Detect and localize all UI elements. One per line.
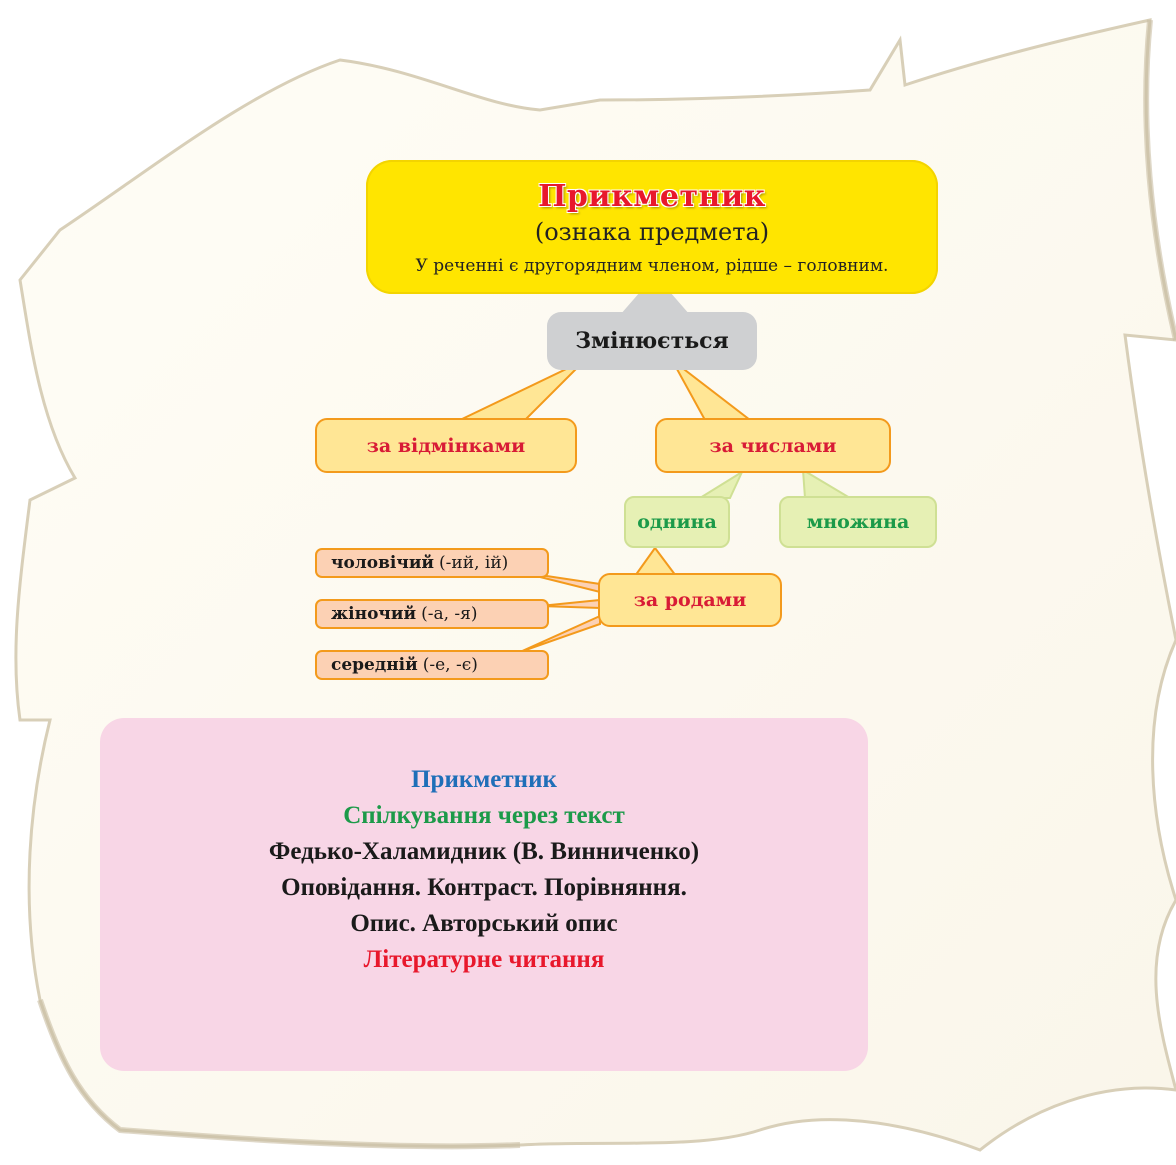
feminine-pointer bbox=[539, 598, 601, 610]
changes-box: Змінюється bbox=[547, 312, 757, 370]
feminine-box: жіночий (-а, -я) bbox=[315, 599, 549, 629]
masculine-word: чоловічий bbox=[331, 553, 435, 573]
changes-pointer bbox=[620, 292, 690, 315]
singular-pointer bbox=[696, 469, 745, 499]
feminine-endings: (-а, -я) bbox=[421, 604, 478, 624]
masculine-endings: (-ий, ій) bbox=[439, 553, 509, 573]
neuter-endings: (-е, -є) bbox=[422, 655, 478, 675]
singular-box: однина bbox=[624, 496, 730, 548]
topic-literary-reading: Літературне читання bbox=[363, 946, 605, 973]
topic-communication: Спілкування через текст bbox=[343, 802, 625, 829]
adjective-description: У реченні є другорядним членом, рідше – … bbox=[415, 255, 889, 276]
genders-pointer bbox=[633, 546, 678, 577]
neuter-word: середній bbox=[331, 655, 418, 675]
numbers-box: за числами bbox=[655, 418, 891, 473]
topic-adjective: Прикметник bbox=[411, 766, 557, 793]
plural-box: множина bbox=[779, 496, 937, 548]
topic-description: Опис. Авторський опис bbox=[350, 910, 618, 937]
adjective-subtitle: (ознака предмета) bbox=[534, 217, 770, 246]
cases-box: за відмінками bbox=[315, 418, 577, 473]
genders-box: за родами bbox=[598, 573, 782, 627]
adjective-title: Прикметник bbox=[538, 178, 766, 214]
adjective-title-box: Прикметник (ознака предмета) У реченні є… bbox=[366, 160, 938, 294]
topic-story-title: Федько-Халамидник (В. Винниченко) bbox=[268, 838, 700, 865]
masculine-box: чоловічий (-ий, ій) bbox=[315, 548, 549, 578]
topic-story-terms: Оповідання. Контраст. Порівняння. bbox=[281, 874, 687, 901]
topics-box: Прикметник Спілкування через текст Федьк… bbox=[100, 718, 868, 1071]
neuter-box: середній (-е, -є) bbox=[315, 650, 549, 680]
plural-pointer bbox=[801, 468, 854, 499]
feminine-word: жіночий bbox=[331, 604, 417, 624]
